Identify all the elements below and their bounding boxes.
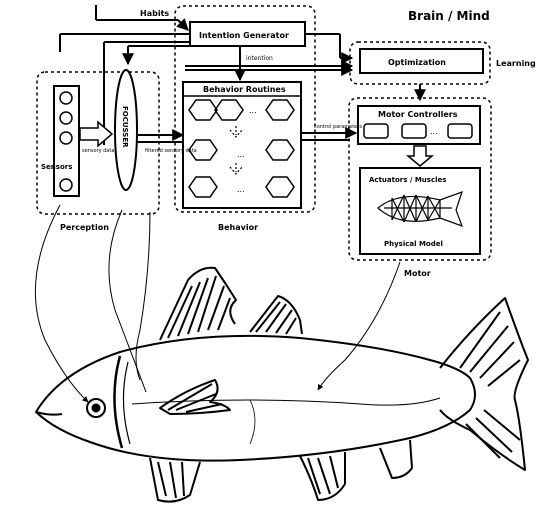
motor-controllers-label: Motor Controllers [378,110,458,119]
sensors-label: Sensors [41,163,72,171]
perception-leader-line [35,205,88,402]
focusser-label: FOCUSSER [121,106,129,148]
diagram-title: Brain / Mind [408,9,490,23]
behavior-label: Behavior [218,223,258,232]
controller-ellipsis: ... [430,127,438,136]
sensor-circle [60,92,72,104]
controller-unit [364,124,388,138]
routine-ellipsis: ... [237,185,245,194]
fish-illustration [36,268,528,502]
sensor-circle [60,179,72,191]
physical-model-label: Physical Model [384,240,443,248]
motor-label: Motor [404,269,431,278]
intention-generator-label: Intention Generator [199,31,289,40]
sensor-circle [60,132,72,144]
routine-ellipsis: ... [249,106,257,115]
motor-leader-line [318,262,400,390]
behavior-leader-line [136,212,150,380]
control-parameters-label: control parameters [314,124,362,130]
controller-unit [402,124,426,138]
routine-ellipsis: ... [237,150,245,159]
perception-label: Perception [60,223,109,232]
learning-label: Learning [496,59,536,68]
intention-label: intention [246,55,273,62]
behavior-routines-label: Behavior Routines [203,85,286,94]
sensory-data-label: sensory data [82,148,114,154]
habits-label: Habits [140,9,169,18]
filtered-sensory-data-label: filtered sensory data [145,148,197,154]
actuators-label: Actuators / Muscles [369,176,446,184]
controller-unit [448,124,472,138]
sensor-circle [60,112,72,124]
optimization-label: Optimization [388,58,446,67]
